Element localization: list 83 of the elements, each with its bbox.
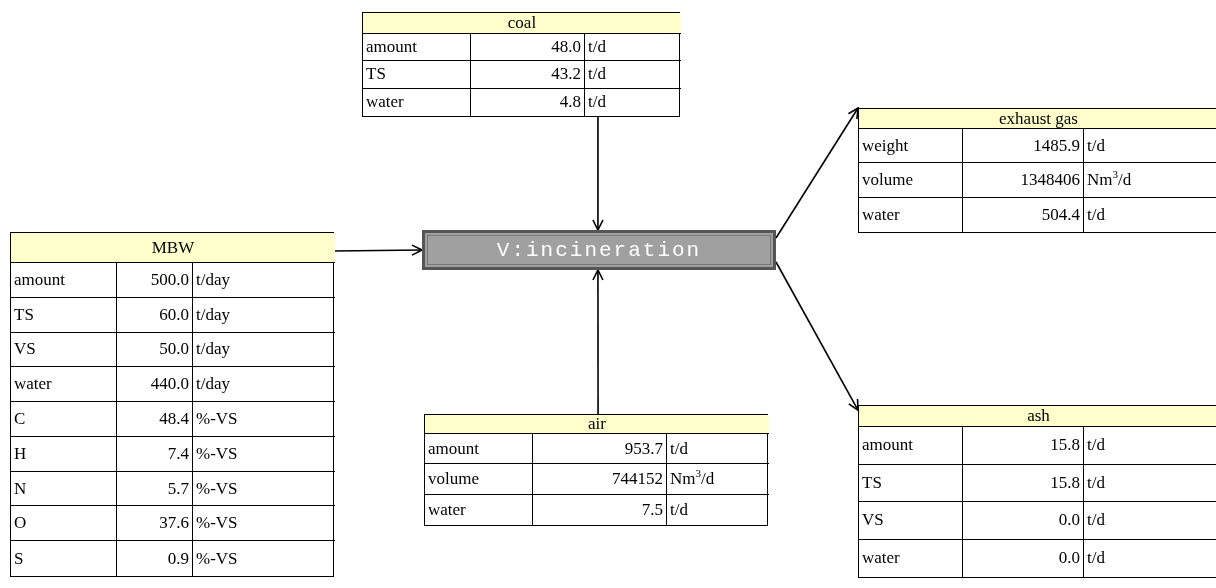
table-cell: H bbox=[11, 436, 117, 472]
table-cell: 43.2 bbox=[471, 61, 585, 89]
table-cell: 953.7 bbox=[533, 434, 667, 465]
table-cell: water bbox=[11, 367, 117, 403]
table-cell: 504.4 bbox=[963, 197, 1084, 232]
table-cell: 7.5 bbox=[533, 494, 667, 525]
data-table bbox=[424, 414, 768, 526]
table-cell: S bbox=[11, 541, 117, 576]
table-cell: TS bbox=[11, 297, 117, 333]
table-cell: 440.0 bbox=[117, 367, 193, 403]
table-cell: 500.0 bbox=[117, 263, 193, 298]
table-cell: t/d bbox=[585, 61, 681, 89]
table-cell: 15.8 bbox=[963, 464, 1084, 502]
table-cell: 15.8 bbox=[963, 427, 1084, 465]
table-cell: 5.7 bbox=[117, 471, 193, 507]
table-cell: 1485.9 bbox=[963, 129, 1084, 164]
table-cell-text: t/d bbox=[669, 498, 689, 521]
arrow bbox=[333, 244, 423, 256]
table-cell: N bbox=[11, 471, 117, 507]
table-cell: TS bbox=[363, 61, 471, 89]
table-cell-text: t/d bbox=[1086, 547, 1106, 570]
table-cell: water bbox=[859, 539, 963, 577]
table-cell: 50.0 bbox=[117, 332, 193, 368]
table-cell: weight bbox=[859, 129, 963, 164]
table-cell: volume bbox=[425, 464, 533, 495]
table-cell: t/day bbox=[193, 263, 335, 298]
arrow bbox=[775, 107, 859, 239]
table-cell: amount bbox=[11, 263, 117, 298]
table-cell: t/day bbox=[193, 297, 335, 333]
table-cell-text: %-VS bbox=[195, 547, 239, 570]
data-table bbox=[858, 405, 1216, 578]
data-table bbox=[362, 12, 680, 117]
table-cell: 0.0 bbox=[963, 502, 1084, 540]
table-cell: 0.9 bbox=[117, 541, 193, 576]
table-cell: amount bbox=[363, 34, 471, 62]
table-cell: t/day bbox=[193, 367, 335, 403]
table-cell: 0.0 bbox=[963, 539, 1084, 577]
table-cell: 4.8 bbox=[471, 88, 585, 116]
table-cell: t/d bbox=[585, 34, 681, 62]
table-cell: 48.4 bbox=[117, 402, 193, 437]
table-cell: 37.6 bbox=[117, 506, 193, 542]
table-cell: %-VS bbox=[193, 402, 335, 437]
table-cell: TS bbox=[859, 464, 963, 502]
table-cell: t/d bbox=[1084, 502, 1216, 540]
table-cell: water bbox=[363, 88, 471, 116]
arrow bbox=[775, 261, 859, 411]
table-cell: 744152 bbox=[533, 464, 667, 495]
table-cell: %-VS bbox=[193, 471, 335, 507]
table-header: air bbox=[425, 415, 769, 434]
table-cell: VS bbox=[11, 332, 117, 368]
table-cell: volume bbox=[859, 163, 963, 198]
arrow bbox=[592, 116, 604, 231]
table-cell: t/d bbox=[1084, 129, 1216, 164]
table-cell: 48.0 bbox=[471, 34, 585, 62]
process-box bbox=[422, 230, 776, 270]
arrow bbox=[592, 269, 604, 415]
table-cell: Nm$^{3}$/d bbox=[1084, 163, 1216, 198]
table-cell-text: t/d bbox=[1086, 203, 1106, 226]
table-cell: 7.4 bbox=[117, 436, 193, 472]
table-cell: C bbox=[11, 402, 117, 437]
table-cell: t/d bbox=[1084, 464, 1216, 502]
table-cell: amount bbox=[859, 427, 963, 465]
table-cell: %-VS bbox=[193, 436, 335, 472]
table-cell: t/d bbox=[1084, 427, 1216, 465]
table-cell: 1348406 bbox=[963, 163, 1084, 198]
table-cell: t/d bbox=[667, 434, 769, 465]
data-table bbox=[10, 232, 334, 577]
table-header: ash bbox=[859, 406, 1216, 427]
table-cell: %-VS bbox=[193, 506, 335, 542]
process-label: V:incineration bbox=[496, 238, 702, 262]
table-cell: 60.0 bbox=[117, 297, 193, 333]
table-header: MBW bbox=[11, 233, 335, 263]
table-cell: VS bbox=[859, 502, 963, 540]
table-cell: water bbox=[425, 494, 533, 525]
table-cell: Nm$^{3}$/d bbox=[667, 464, 769, 495]
table-cell-text: t/d bbox=[587, 91, 607, 114]
table-cell: t/day bbox=[193, 332, 335, 368]
table-cell: water bbox=[859, 197, 963, 232]
table-header: coal bbox=[363, 13, 681, 34]
table-cell: O bbox=[11, 506, 117, 542]
data-table bbox=[858, 108, 1216, 233]
table-header: exhaust gas bbox=[859, 109, 1216, 129]
table-cell: amount bbox=[425, 434, 533, 465]
